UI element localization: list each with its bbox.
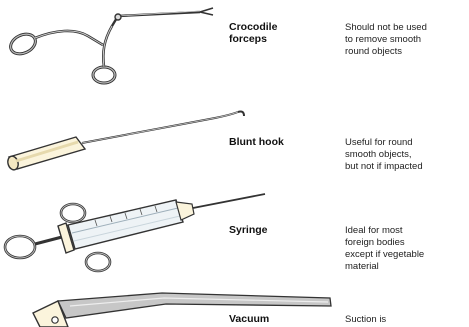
description-line: round objects (345, 46, 467, 58)
blunt-hook-icon (6, 112, 244, 172)
name-line: Vacuum (229, 313, 269, 325)
vacuum-description: Suction is (345, 314, 467, 326)
description-line: but not if impacted (345, 161, 467, 173)
name-line: Crocodile (229, 21, 277, 33)
name-line: Syringe (229, 224, 268, 236)
description-line: Suction is (345, 314, 467, 326)
description-line: except if vegetable (345, 249, 467, 261)
description-line: Should not be used (345, 22, 467, 34)
crocodile-forceps-icon (7, 8, 213, 83)
blunt-hook-description: Useful for round smooth objects, but not… (345, 137, 467, 173)
syringe-name: Syringe (229, 224, 268, 236)
description-line: Ideal for most (345, 225, 467, 237)
crocodile-forceps-name: Crocodile forceps (229, 21, 277, 45)
syringe-description: Ideal for most foreign bodies except if … (345, 225, 467, 273)
description-line: foreign bodies (345, 237, 467, 249)
description-line: material (345, 261, 467, 273)
name-line: forceps (229, 33, 277, 45)
blunt-hook-name: Blunt hook (229, 136, 284, 148)
syringe-icon (5, 194, 265, 271)
description-line: to remove smooth (345, 34, 467, 46)
name-line: Blunt hook (229, 136, 284, 148)
description-line: Useful for round (345, 137, 467, 149)
description-line: smooth objects, (345, 149, 467, 161)
vacuum-suction-icon (33, 293, 331, 327)
vacuum-name: Vacuum (229, 313, 269, 325)
crocodile-forceps-description: Should not be used to remove smooth roun… (345, 22, 467, 58)
